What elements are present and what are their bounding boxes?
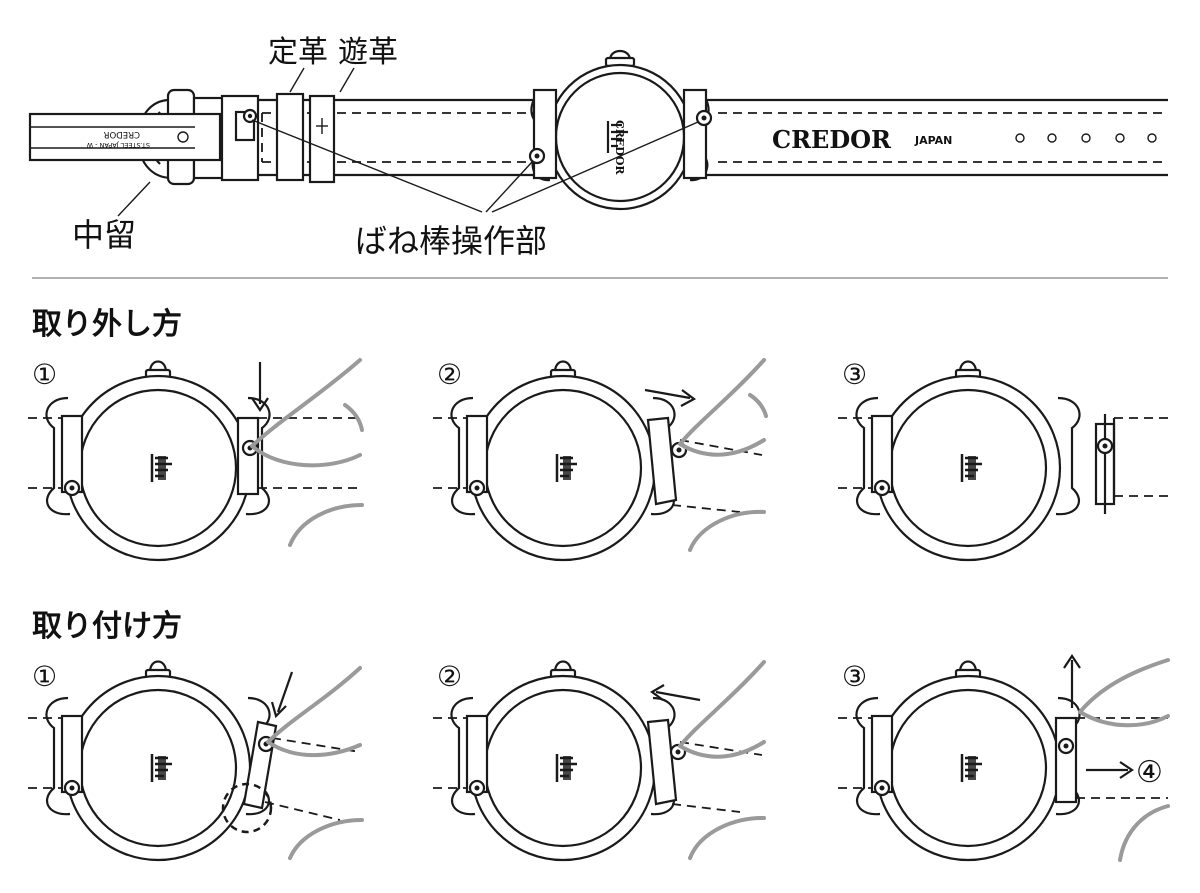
- buckle-illustration: CREDOR ST.STEEL JAPAN - W: [28, 88, 260, 186]
- attachment-step-4-number: ④: [1136, 755, 1163, 790]
- removal-step-1-illustration: [26, 358, 364, 562]
- buckle-material-text: ST.STEEL JAPAN - W: [86, 141, 150, 149]
- free-loop: [308, 94, 336, 184]
- strap-country-text: JAPAN: [914, 134, 952, 147]
- fixed-loop-leader: [289, 67, 305, 93]
- spring-bar-leader-3: [491, 121, 699, 213]
- spring-bar-leader-1: [251, 119, 483, 213]
- spring-bar-label: ばね棒操作部: [355, 222, 547, 260]
- free-loop-leader: [339, 67, 355, 93]
- fixed-loop: [275, 92, 305, 182]
- fixed-loop-label: 定革: [268, 35, 328, 70]
- attachment-step-3-number: ③: [842, 660, 867, 693]
- dial-logo-icon: [606, 121, 628, 153]
- attachment-step-1-number: ①: [32, 660, 57, 693]
- buckle-label: 中留: [72, 216, 136, 254]
- dial-brand-text: CREDOR: [613, 120, 626, 175]
- removal-step-2-number: ②: [437, 358, 462, 391]
- removal-step-1-number: ①: [32, 358, 57, 391]
- removal-step-3-number: ③: [842, 358, 867, 391]
- buckle-brand-text: CREDOR: [104, 129, 140, 139]
- attachment-step-3-illustration: ④: [836, 654, 1170, 862]
- spring-bar-leader-2: [485, 161, 533, 213]
- buckle-leader: [117, 181, 151, 217]
- overview-illustration: CREDOR CREDOR ST.STEEL JAPAN - W CREDOR …: [28, 35, 1168, 260]
- strap-brand-text: CREDOR: [772, 125, 892, 154]
- removal-step-3-illustration: [836, 360, 1168, 562]
- strap-holes: [1015, 133, 1157, 143]
- free-loop-label: 遊革: [338, 35, 398, 70]
- removal-step-2-illustration: [431, 358, 768, 562]
- attachment-title: 取り付け方: [32, 609, 182, 644]
- removal-title: 取り外し方: [32, 307, 182, 342]
- hook-highlight-circle: [221, 782, 273, 834]
- attachment-step-1-illustration: [26, 660, 364, 862]
- attachment-step-2-number: ②: [437, 660, 462, 693]
- attachment-step-2-illustration: [431, 660, 766, 862]
